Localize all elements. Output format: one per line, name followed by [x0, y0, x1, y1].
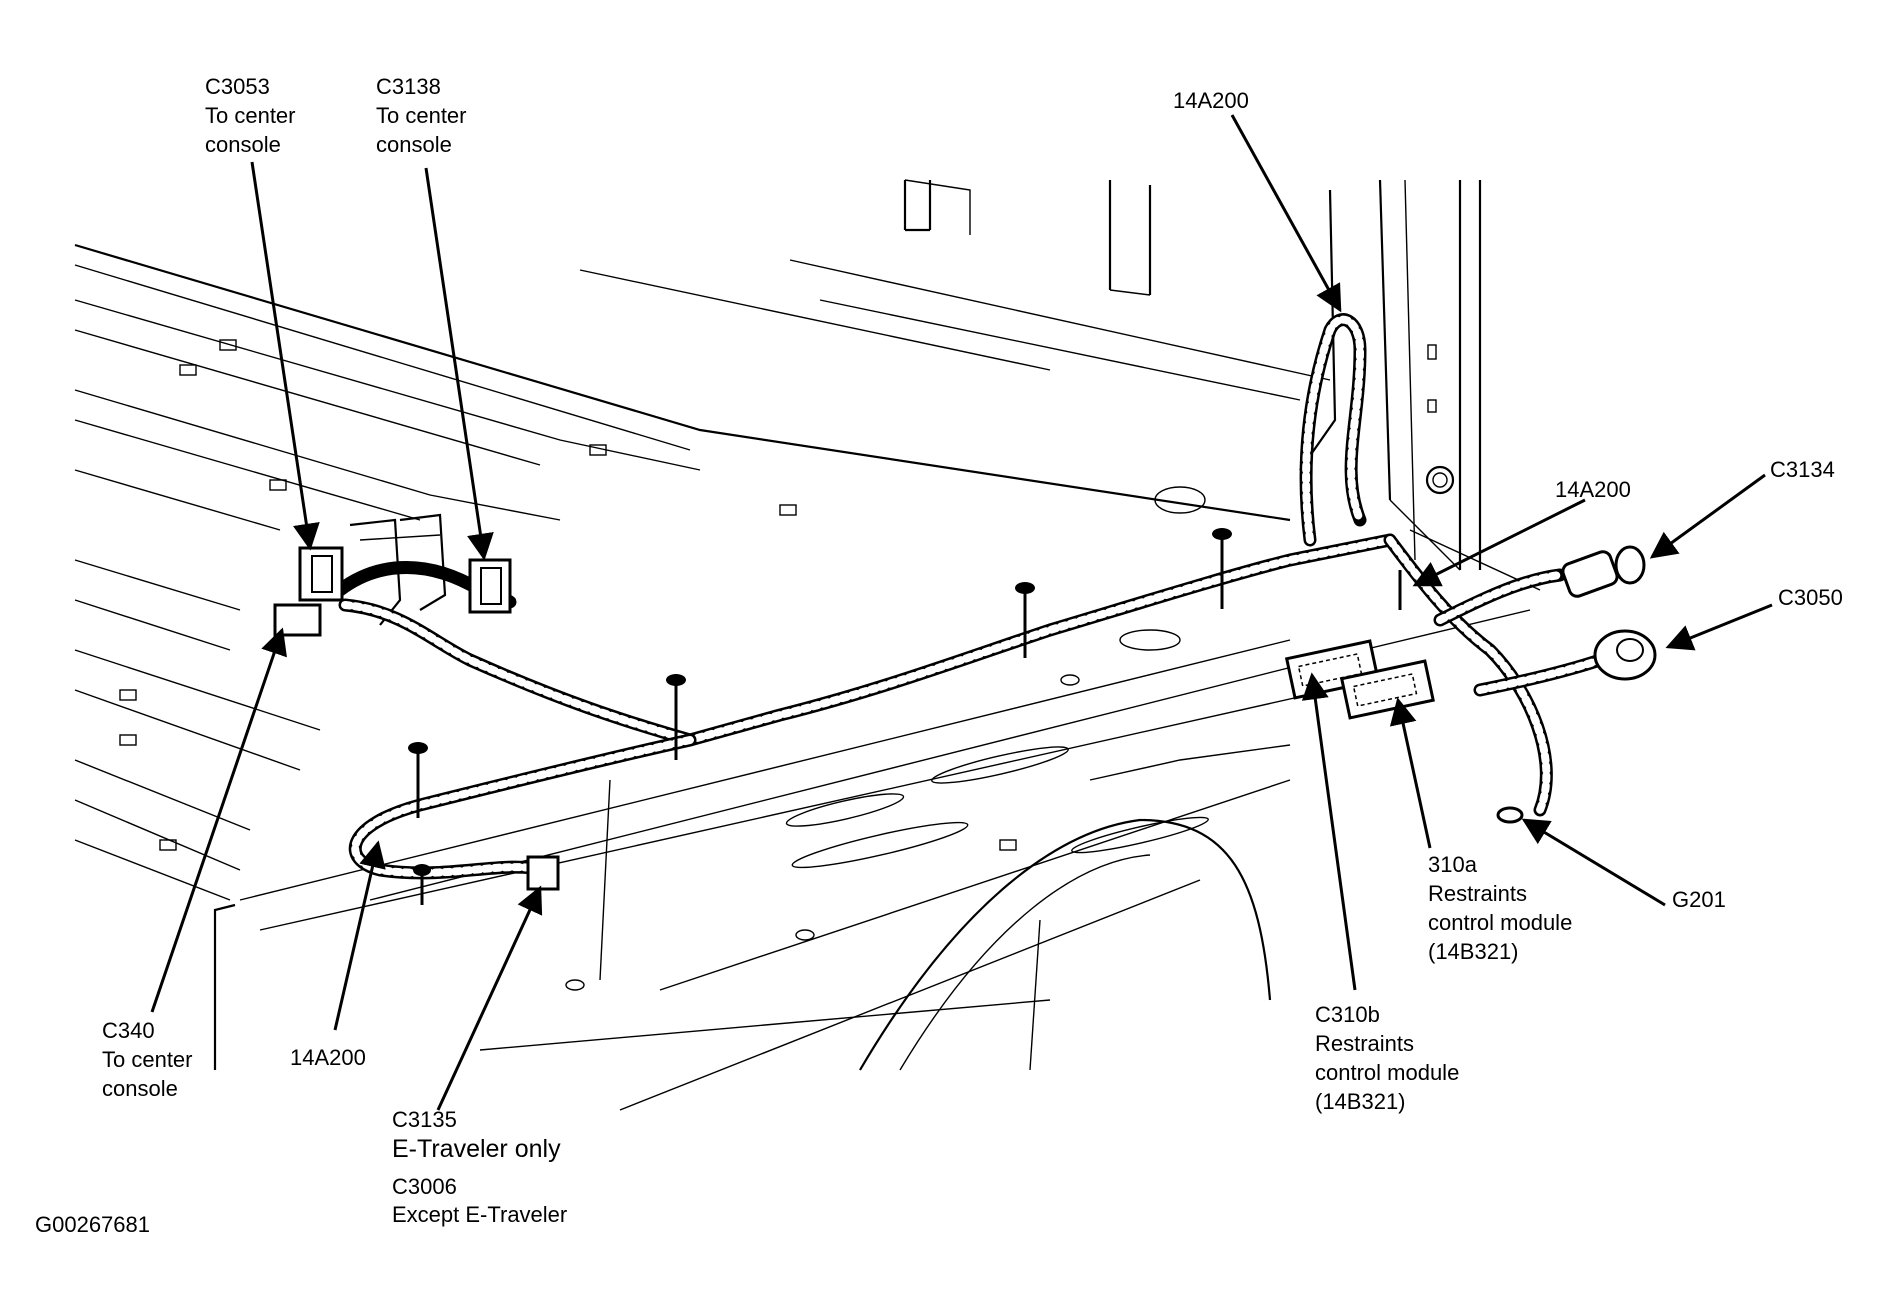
connector-c3050: [1593, 629, 1657, 681]
callout-c3135-desc: E-Traveler only: [392, 1135, 561, 1163]
callout-c3053: C3053 To center console: [205, 74, 296, 157]
harness-retainers: [408, 528, 1402, 905]
connectors: [273, 545, 1657, 891]
callout-c3134: C3134: [1770, 457, 1835, 482]
callout-c340: C340 To center console: [102, 1018, 193, 1101]
callout-c310b: C310b Restraints control module (14B321): [1315, 1002, 1460, 1114]
figure-id: G00267681: [35, 1212, 150, 1237]
callout-c3006-desc: Except E-Traveler: [392, 1202, 568, 1227]
connector-c3135: [526, 855, 560, 891]
callout-14a200-bottom: 14A200: [290, 1045, 366, 1070]
callout-c3050: C3050: [1778, 585, 1843, 610]
connector-c3134: [1561, 545, 1646, 598]
callout-c3006-id: C3006: [392, 1174, 457, 1199]
floor-pan-linework: [74, 179, 1541, 1111]
ground-g201: [1496, 806, 1524, 824]
callout-g201: G201: [1672, 887, 1726, 912]
callout-c3138: C3138 To center console: [376, 74, 467, 157]
callout-14a200-top: 14A200: [1173, 88, 1249, 113]
callout-14a200-right: 14A200: [1555, 477, 1631, 502]
leader-lines: [150, 114, 1773, 1111]
callout-c3135-id: C3135: [392, 1107, 457, 1132]
callout-310a: 310a Restraints control module (14B321): [1428, 852, 1573, 964]
